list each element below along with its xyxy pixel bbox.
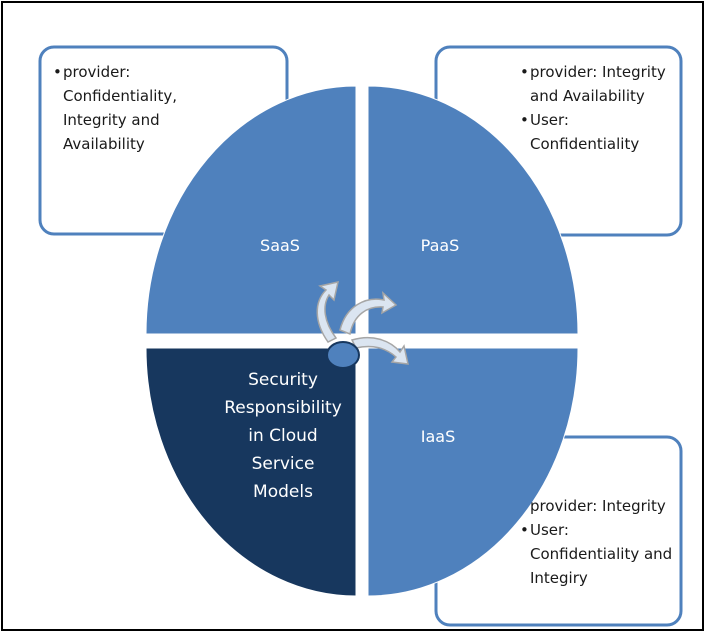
outer-frame xyxy=(1,1,704,631)
title-line-1: Security xyxy=(248,370,318,390)
iaas-line-4: Integiry xyxy=(530,569,588,587)
paas-bullet-user: • User: Confidentiality xyxy=(520,108,680,156)
bullet-dot: • xyxy=(520,521,529,539)
iaas-label: IaaS xyxy=(420,427,456,446)
paas-line-3: User: xyxy=(530,111,569,129)
saas-bullet-item: • provider: Confidentiality, Integrity a… xyxy=(53,60,278,156)
paas-line-4: Confidentiality xyxy=(530,135,640,153)
iaas-bullet-user: • User: Confidentiality and Integiry xyxy=(520,518,680,590)
arrow-down-right xyxy=(350,336,409,365)
saas-line-3: Integrity and xyxy=(63,111,160,129)
saas-callout-text: • provider: Confidentiality, Integrity a… xyxy=(53,60,278,156)
title-line-4: Service xyxy=(251,454,315,474)
saas-line-2: Confidentiality, xyxy=(63,87,177,105)
bullet-dot: • xyxy=(520,111,529,129)
paas-line-1: provider: Integrity xyxy=(530,63,666,81)
paas-line-2: and Availability xyxy=(530,87,645,105)
center-hub xyxy=(326,341,360,369)
paas-quadrant xyxy=(367,85,579,335)
arrow-up-left xyxy=(316,281,339,343)
saas-label: SaaS xyxy=(260,236,300,255)
iaas-line-1: provider: Integrity xyxy=(530,497,666,515)
iaas-quadrant xyxy=(367,347,579,597)
paas-bullet-provider: • provider: Integrity and Availability xyxy=(520,60,680,108)
iaas-provider-line: provider: Integrity xyxy=(520,494,680,518)
paas-label: PaaS xyxy=(420,236,460,255)
title-line-5: Models xyxy=(253,482,313,502)
bullet-dot: • xyxy=(520,63,529,81)
iaas-callout-text: provider: Integrity • User: Confidential… xyxy=(520,494,680,590)
title-line-3: in Cloud xyxy=(248,426,318,446)
saas-quadrant xyxy=(145,85,357,335)
bullet-dot: • xyxy=(53,63,62,81)
saas-line-1: provider: xyxy=(63,63,131,81)
iaas-line-3: Confidentiality and xyxy=(530,545,673,563)
title-line-2: Responsibility xyxy=(224,398,342,418)
saas-line-4: Availability xyxy=(63,135,145,153)
title-quadrant xyxy=(145,347,357,597)
diagram-title: Security Responsibility in Cloud Service… xyxy=(200,366,366,506)
arrow-right xyxy=(339,291,398,336)
paas-callout-text: • provider: Integrity and Availability •… xyxy=(520,60,680,156)
iaas-line-2: User: xyxy=(530,521,569,539)
cycle-arrows xyxy=(316,281,409,365)
